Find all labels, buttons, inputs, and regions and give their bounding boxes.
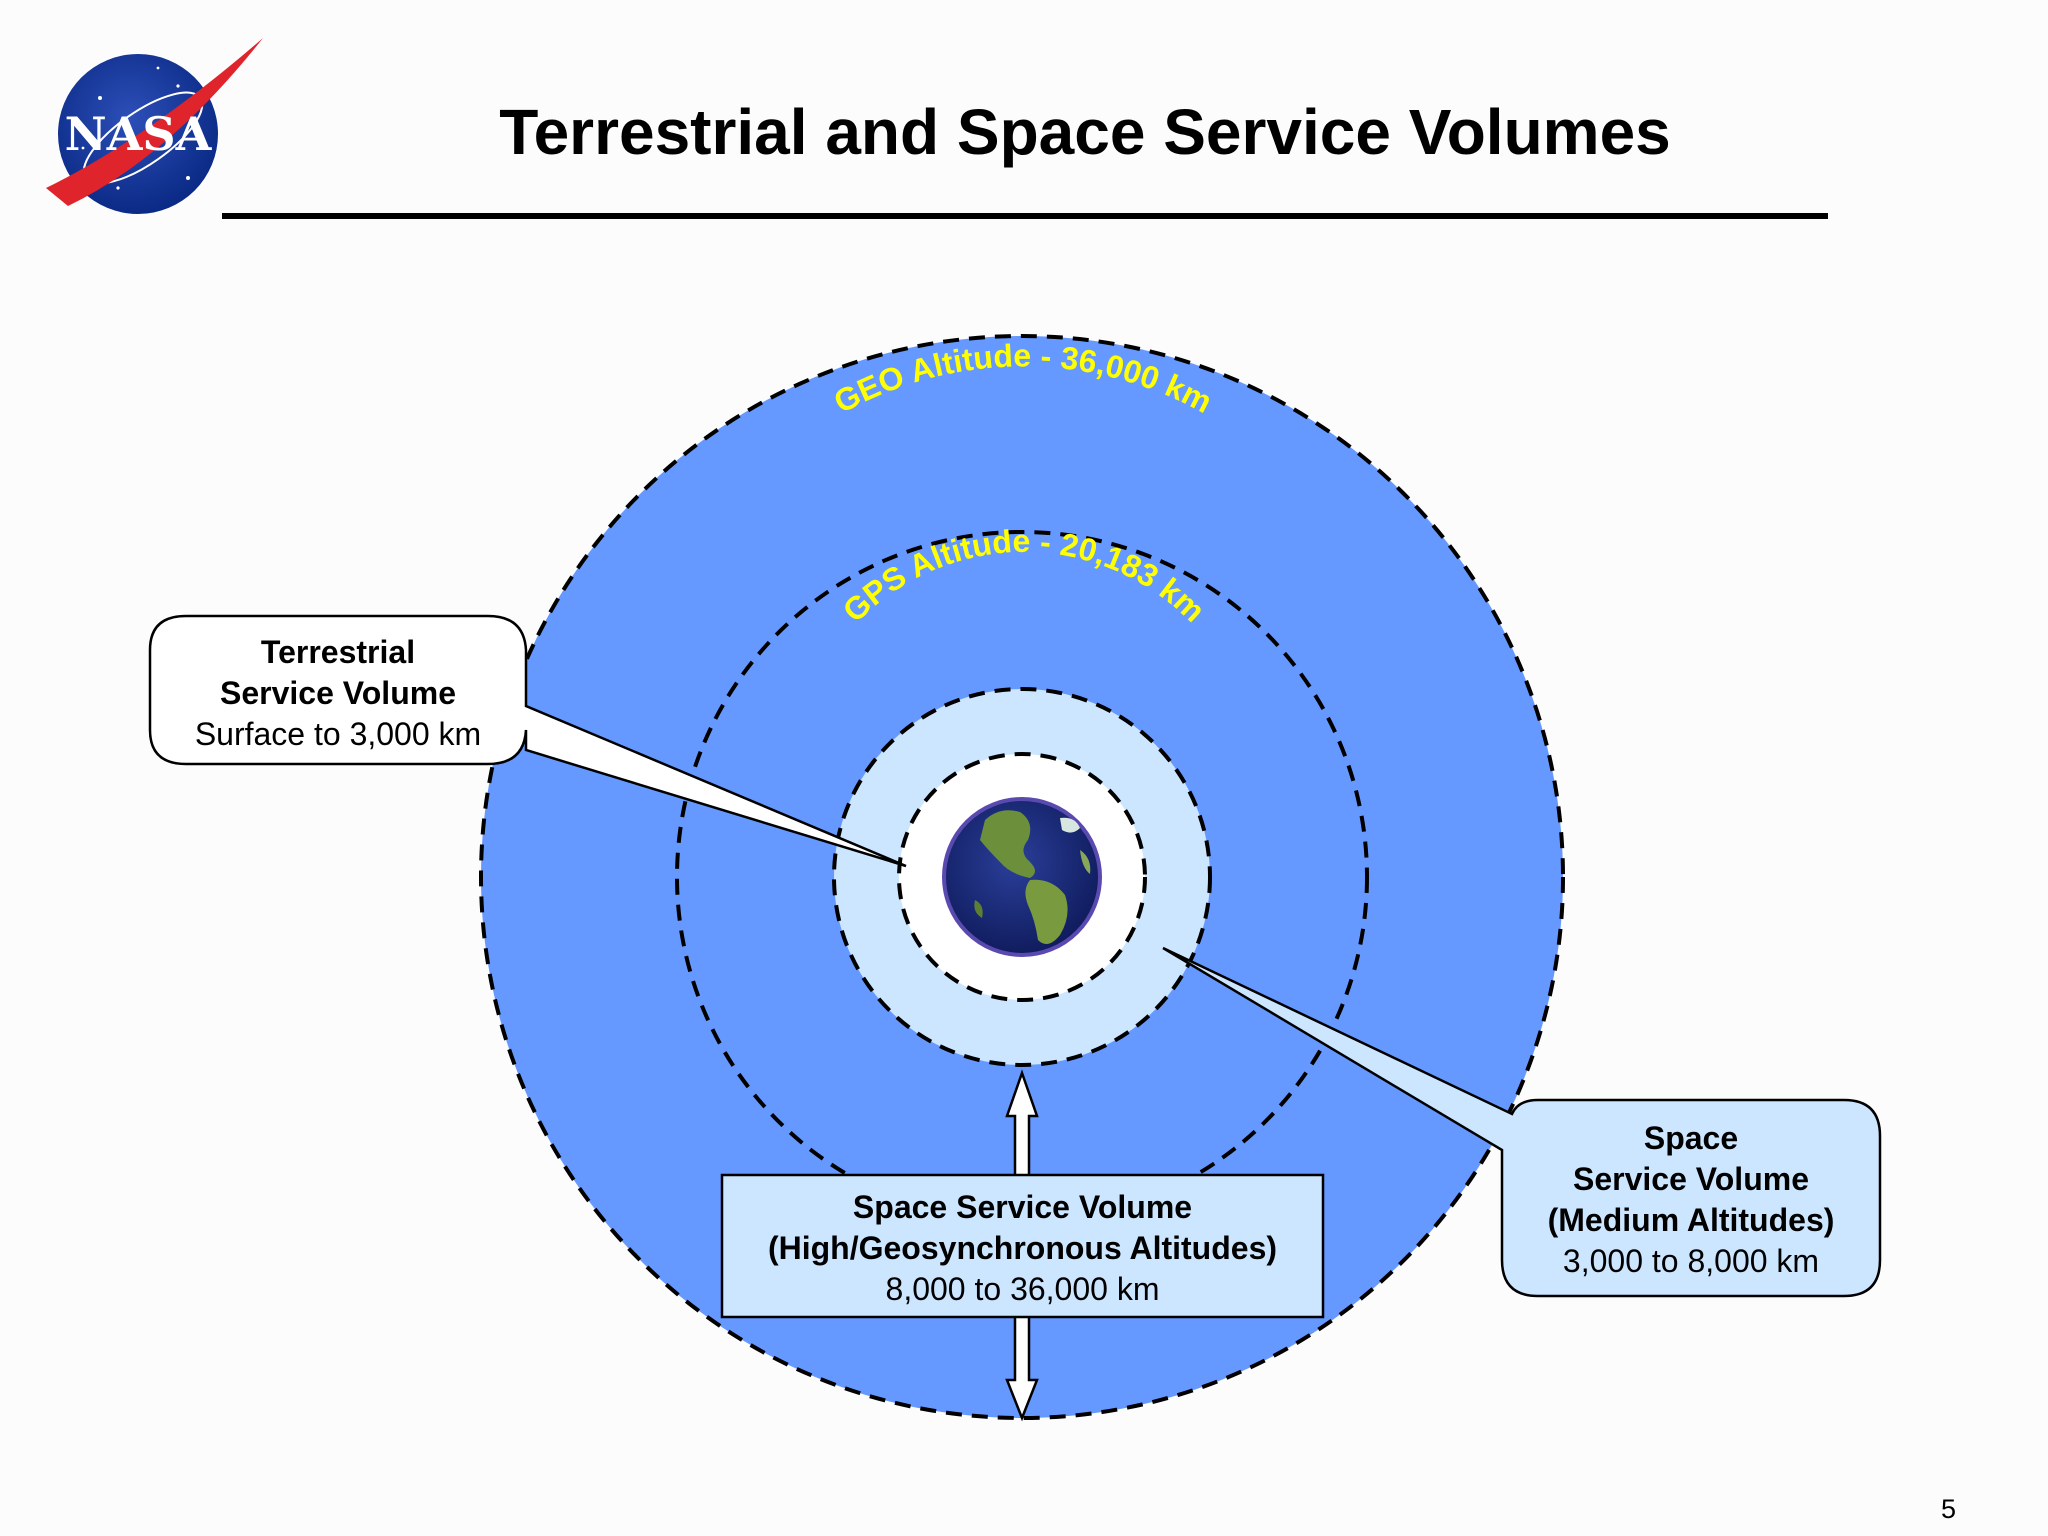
high-callout-box	[720, 1173, 1325, 1319]
page-number: 5	[1940, 1494, 1956, 1524]
high-callout-line1: Space Service Volume	[852, 1189, 1193, 1225]
medium-callout-line1: Space	[1643, 1120, 1739, 1156]
terrestrial-callout-bubble	[148, 614, 907, 868]
high-callout-line3: 8,000 to 36,000 km	[885, 1271, 1160, 1307]
terrestrial-callout-line1: Terrestrial	[260, 634, 416, 670]
terrestrial-callout-text: Terrestrial Service Volume Surface to 3,…	[150, 632, 526, 755]
nasa-logo-text: NASA	[65, 107, 213, 161]
nasa-logo: NASA	[46, 38, 263, 214]
terrestrial-callout-line3: Surface to 3,000 km	[194, 716, 482, 752]
title-divider	[222, 213, 1828, 219]
earth-icon	[942, 797, 1102, 957]
gps-orbit	[675, 530, 1369, 1224]
page-title: Terrestrial and Space Service Volumes	[499, 96, 1671, 168]
medium-callout-text: Space Service Volume (Medium Altitudes) …	[1502, 1118, 1880, 1282]
medium-callout-bubble	[1162, 946, 1882, 1298]
medium-callout-line3: (Medium Altitudes)	[1547, 1202, 1835, 1238]
medium-callout-line4: 3,000 to 8,000 km	[1562, 1243, 1820, 1279]
medium-callout-line2: Service Volume	[1573, 1161, 1809, 1197]
high-callout-text: Space Service Volume (High/Geosynchronou…	[722, 1187, 1323, 1310]
high-callout-line2: (High/Geosynchronous Altitudes)	[767, 1230, 1278, 1266]
terrestrial-callout-line2: Service Volume	[220, 675, 456, 711]
